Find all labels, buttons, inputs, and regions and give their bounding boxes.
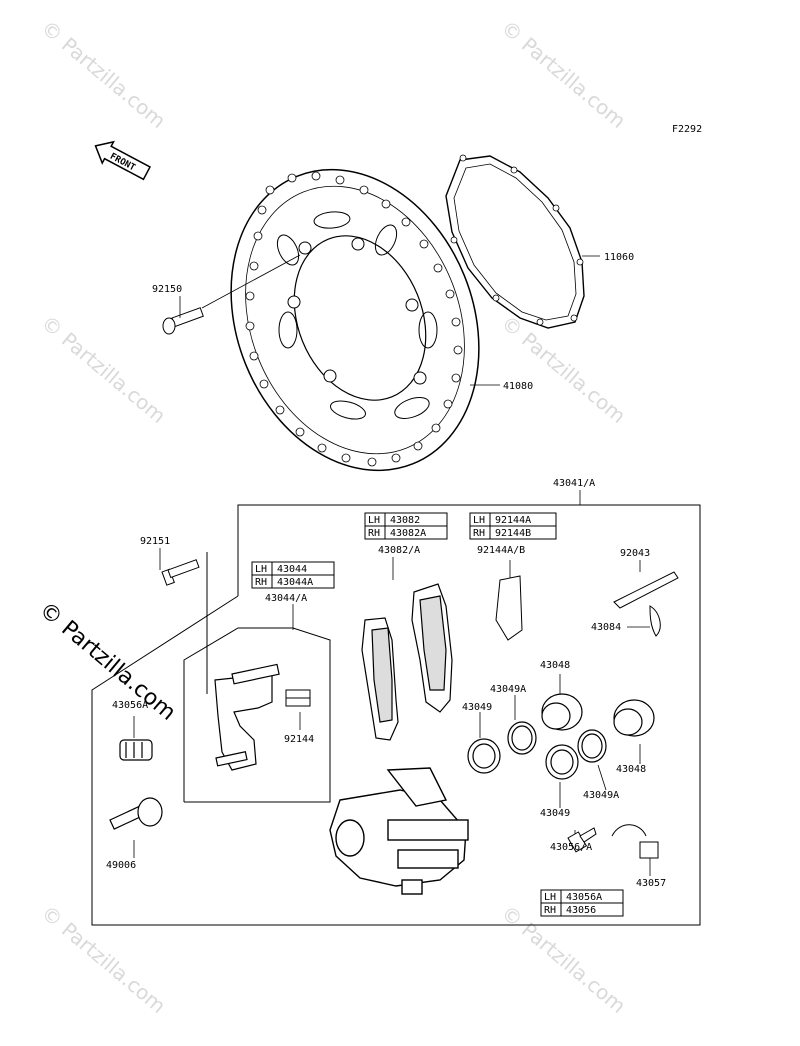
part-label: 43044/A — [265, 593, 307, 604]
table-cell: RH — [255, 577, 267, 588]
caliper-slide-pin — [109, 797, 163, 830]
bleeder-cap — [611, 824, 659, 859]
caliper-bracket — [214, 663, 280, 771]
watermark: © Partzilla.com — [497, 310, 631, 428]
table-cell: 92144A — [495, 515, 531, 526]
pin-boot — [119, 739, 153, 761]
part-label: 11060 — [604, 252, 634, 263]
part-label: 43056/A — [550, 842, 592, 853]
part-label: 43048 — [540, 660, 570, 671]
table-cell: LH — [473, 515, 485, 526]
part-label: 43049A — [490, 684, 526, 695]
table-cell: LH — [544, 892, 556, 903]
table-cell: 43082 — [390, 515, 420, 526]
watermark: © Partzilla.com — [497, 900, 631, 1018]
caliper-bolt — [161, 559, 200, 586]
part-label: 92144A/B — [477, 545, 525, 556]
figure-code: F2292 — [672, 124, 702, 135]
part-label: 92043 — [620, 548, 650, 559]
table-cell: LH — [255, 564, 267, 575]
pad-spring — [495, 575, 523, 641]
watermark-large: © Partzilla.com — [34, 597, 180, 725]
watermark: © Partzilla.com — [497, 15, 631, 133]
table-cell: 43056A — [566, 892, 602, 903]
table-43082: LH 43082 RH 43082A — [364, 512, 448, 540]
pad-clip — [285, 689, 311, 707]
table-cell: RH — [544, 905, 556, 916]
part-label: 43056A — [112, 700, 148, 711]
brake-disc — [230, 168, 480, 472]
part-label: 43049 — [462, 702, 492, 713]
part-label: 43082/A — [378, 545, 420, 556]
part-label: 92150 — [152, 284, 182, 295]
table-cell: 43044 — [277, 564, 307, 575]
table-43044: LH 43044 RH 43044A — [251, 561, 335, 589]
table-cell: RH — [473, 528, 485, 539]
pistons-and-seals — [467, 693, 655, 780]
part-label: 41080 — [503, 381, 533, 392]
leader-lines — [133, 255, 651, 876]
table-cell: 43056 — [566, 905, 596, 916]
part-label: 49006 — [106, 860, 136, 871]
brake-pads — [361, 583, 453, 741]
pad-pin — [613, 571, 679, 637]
disc-gasket — [445, 154, 585, 329]
table-cell: 92144B — [495, 528, 531, 539]
part-label: 43049 — [540, 808, 570, 819]
disc-bolt — [162, 254, 301, 335]
part-label: 43084 — [591, 622, 621, 633]
part-label: 43041/A — [553, 478, 595, 489]
watermark: © Partzilla.com — [37, 310, 171, 428]
part-label: 92151 — [140, 536, 170, 547]
table-cell: 43044A — [277, 577, 313, 588]
table-cell: 43082A — [390, 528, 426, 539]
part-label: 43048 — [616, 764, 646, 775]
table-92144: LH 92144A RH 92144B — [469, 512, 557, 540]
watermark: © Partzilla.com — [37, 15, 171, 133]
part-label: 43049A — [583, 790, 619, 801]
caliper-assembly-box — [91, 504, 701, 926]
bleeder-valve — [567, 827, 597, 853]
watermark: © Partzilla.com — [37, 900, 171, 1018]
part-label: 92144 — [284, 734, 314, 745]
table-cell: RH — [368, 528, 380, 539]
table-43056: LH 43056A RH 43056 — [540, 889, 624, 917]
part-label: 43057 — [636, 878, 666, 889]
caliper-body — [329, 767, 469, 895]
table-cell: LH — [368, 515, 380, 526]
part-labels: 11060 92150 41080 43041/A 92151 43044/A … — [106, 252, 666, 889]
front-arrow-icon: FRONT — [94, 140, 152, 181]
